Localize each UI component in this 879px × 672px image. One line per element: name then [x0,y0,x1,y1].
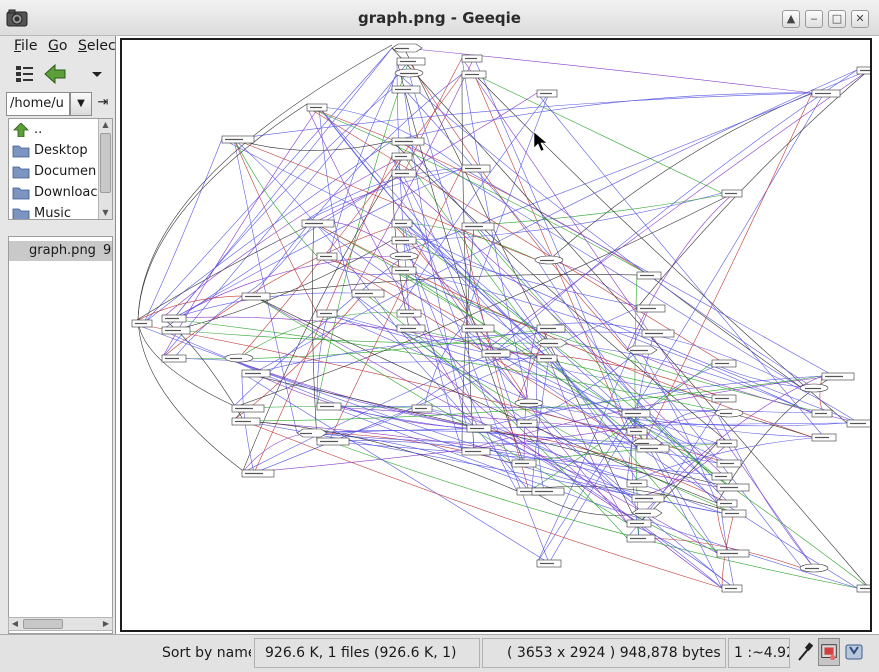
save-metadata-icon[interactable] [843,638,865,666]
graph-edge [254,332,642,373]
graph-edge [729,413,812,437]
graph-edge [234,139,317,256]
path-bar: /home/u ▼ ⇥ [6,92,112,116]
files-summary: 926.6 K, 1 files (926.6 K, 1) [254,638,480,668]
file-size: 9 [103,241,111,261]
graph-edge [309,423,847,433]
graph-image [120,38,872,632]
folder-item-music[interactable]: Music [9,203,112,220]
zoom-level: 1 :~4.92 [728,638,790,668]
file-name: graph.png [29,243,96,258]
graph-edge [404,193,722,240]
scroll-down-arrow-icon[interactable]: ▼ [99,207,112,219]
dropdown-arrow-icon[interactable] [84,62,110,86]
folder-icon [12,207,30,221]
dependency-graph-image [122,40,870,630]
graph-edge [174,89,392,318]
graph-edge [242,433,309,473]
image-view[interactable] [115,36,879,634]
path-input[interactable]: /home/u [6,92,70,116]
title-bar[interactable]: graph.png - Geeqie ▲ ‒ □ ✕ [0,0,879,36]
window-minimize-button[interactable]: ‒ [805,10,823,28]
window-title: graph.png - Geeqie [0,9,879,27]
graph-edge [144,48,392,323]
toolbar [0,58,114,90]
window-up-button[interactable]: ▲ [782,10,800,28]
path-history-dropdown[interactable]: ▼ [70,92,92,116]
graph-edge [637,70,869,308]
status-bar: Sort by name 926.6 K, 1 files (926.6 K, … [0,634,879,672]
graph-edge [537,93,824,563]
back-icon[interactable] [42,62,68,86]
scroll-up-arrow-icon[interactable]: ▲ [99,119,112,131]
thumbnails-icon[interactable] [12,62,38,86]
graph-edge [639,350,717,503]
graph-edge [409,61,627,350]
menu-file[interactable]: File [14,38,37,54]
scrollbar-thumb[interactable] [23,619,63,629]
file-list-hscrollbar[interactable]: ◀ ▶ [8,617,113,631]
graph-edge [474,58,637,448]
file-list[interactable]: graph.png 9 [8,236,113,634]
graph-edge [234,93,812,139]
graph-edge [549,93,812,260]
graph-edge [392,156,549,563]
folder-item-documents[interactable]: Documen [9,161,112,182]
graph-edge [144,139,222,323]
graph-edge [329,441,857,588]
graph-edge [239,313,397,358]
color-profile-icon[interactable] [818,638,840,666]
folder-icon [12,186,30,200]
graph-edge [329,313,712,398]
color-picker-icon[interactable] [794,638,816,666]
path-go-button[interactable]: ⇥ [94,92,112,116]
menu-bar: File Go Selec [0,36,114,58]
folder-item-parent[interactable]: .. [9,119,112,140]
menu-go[interactable]: Go [48,38,67,54]
window-maximize-button[interactable]: □ [828,10,846,28]
graph-edge [307,107,649,275]
sort-button[interactable]: Sort by name [156,638,252,668]
graph-edge [307,107,649,275]
graph-edge [234,139,297,433]
graph-edge [474,74,722,193]
graph-edge [549,358,627,523]
graph-edge [319,107,352,293]
folder-list-scrollbar[interactable]: ▲ ▼ [98,119,112,219]
file-row-selected[interactable]: graph.png 9 [9,241,113,261]
folder-list[interactable]: .. Desktop Documen Downloac Music ▲ ▼ [8,118,113,220]
folder-item-desktop[interactable]: Desktop [9,140,112,161]
graph-edge [138,45,392,320]
folder-icon [12,144,30,158]
graph-edge [537,93,824,437]
window-close-button[interactable]: ✕ [851,10,869,28]
folder-item-downloads[interactable]: Downloac [9,182,112,203]
scroll-left-arrow-icon[interactable]: ◀ [9,618,21,630]
graph-edge [242,373,549,563]
mouse-pointer-icon [534,132,547,151]
image-info: ( 3653 x 2924 ) 948,878 bytes [482,638,726,668]
graph-edge [234,139,537,260]
menu-select[interactable]: Selec [78,38,116,54]
graph-edge [820,376,824,413]
graph-edge [462,58,814,568]
up-arrow-icon [12,123,30,137]
scroll-right-arrow-icon[interactable]: ▶ [100,618,112,630]
scrollbar-thumb[interactable] [100,133,111,193]
graph-edge [174,240,392,330]
folder-icon [12,165,30,179]
